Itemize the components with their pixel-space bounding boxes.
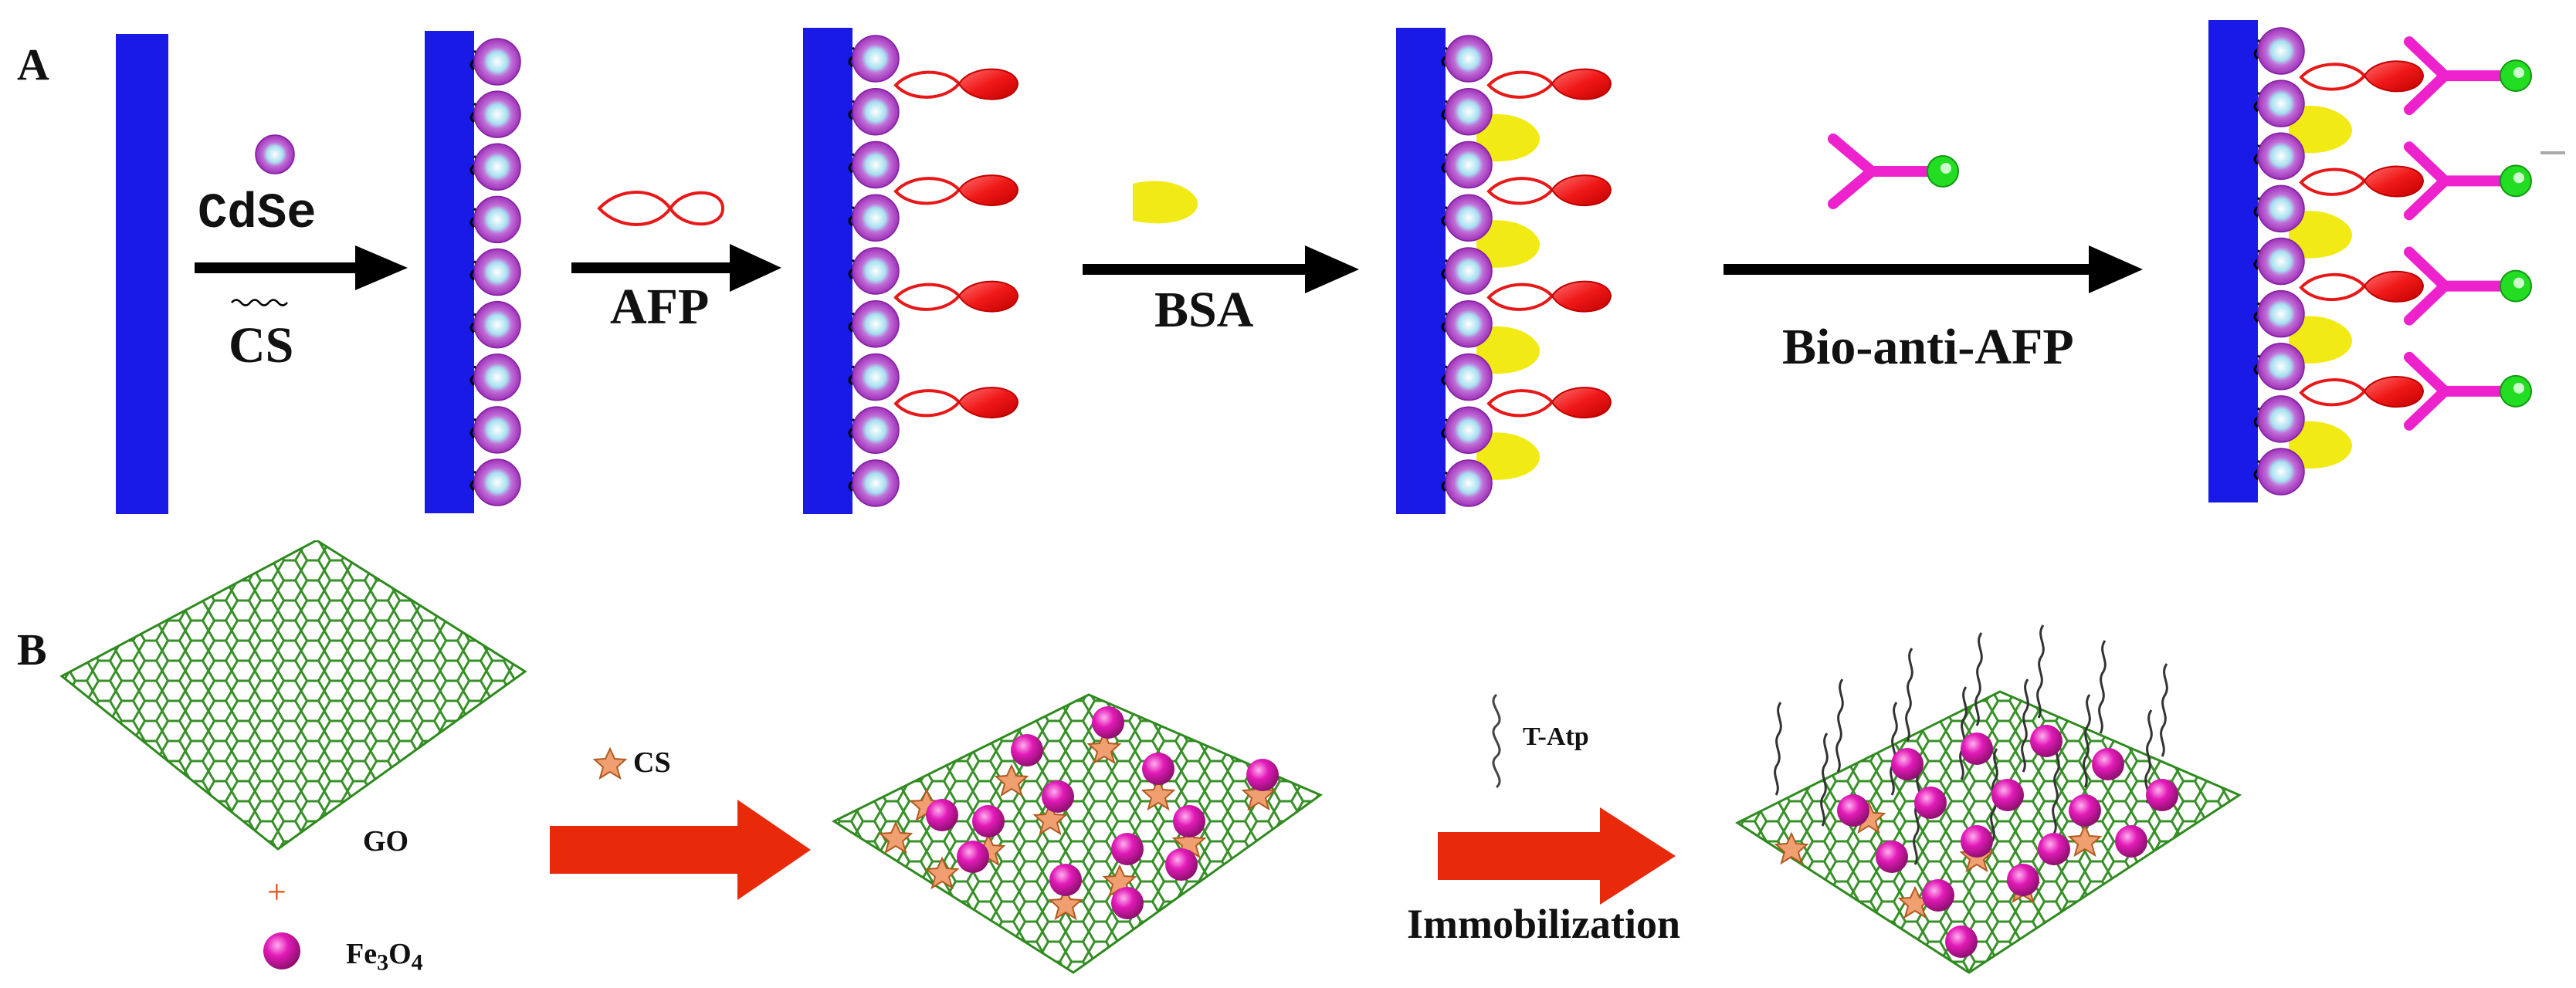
cdse-sphere-icon: [255, 134, 295, 174]
t-atp-label: T-Atp: [1523, 722, 1589, 751]
go-label: GO: [363, 825, 409, 858]
arrow-cdse-cs: [195, 245, 408, 290]
red-arrow-2: [1438, 807, 1676, 905]
sheet-3-particles: [1774, 624, 2178, 958]
afp-label: AFP: [610, 279, 710, 335]
electrode-bare: [116, 34, 168, 514]
fe3o4-label: Fe3O4: [346, 938, 423, 976]
bsa-label: BSA: [1154, 282, 1254, 338]
immobilization-label: Immobilization: [1407, 901, 1681, 947]
afp-icon: [597, 191, 725, 226]
electrode-bsa: [1396, 28, 1612, 514]
cs-legend-label: CS: [633, 746, 671, 779]
bsa-icon: [1133, 181, 1198, 224]
arrow-bsa: [1083, 245, 1359, 293]
sheet-2-particles: [878, 706, 1279, 921]
bio-anti-afp-label: Bio-anti-AFP: [1782, 319, 2074, 375]
cs-label: CS: [229, 317, 294, 374]
panel-a-diagram: [116, 20, 2565, 514]
cdse-label: CdSe: [198, 187, 317, 242]
arrow-bio-anti-afp: [1724, 245, 2143, 293]
panel-a-label: A: [17, 39, 49, 90]
plus-label: +: [267, 873, 286, 911]
arrow-afp: [571, 244, 781, 292]
edge-dash: [2540, 151, 2565, 154]
red-arrow-1: [550, 800, 811, 900]
fe3o4-legend-sphere: [263, 932, 300, 969]
panel-b-diagram: [59, 540, 2242, 974]
cs-star-icon: [594, 748, 626, 779]
electrode-final: [2208, 20, 2532, 502]
electrode-afp: [803, 28, 1019, 514]
panel-b-label: B: [17, 624, 47, 675]
cs-wave-icon: [230, 299, 289, 306]
electrode-cdse-cs: [425, 31, 521, 513]
t-atp-icon: [1492, 693, 1501, 789]
antibody-icon: [1828, 134, 1959, 209]
